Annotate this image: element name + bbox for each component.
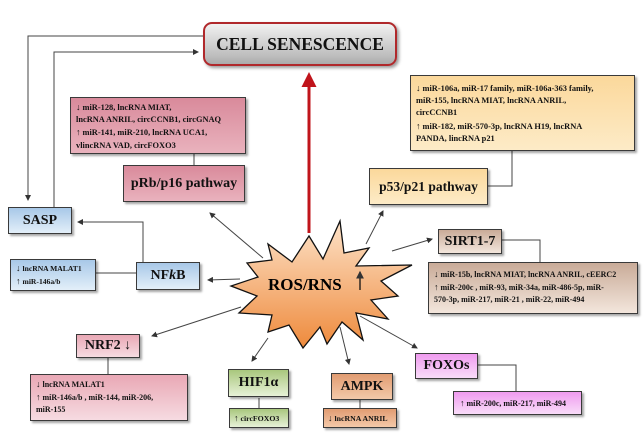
sirt-mirna-connector <box>502 239 541 262</box>
foxo-mirna-box: ↑miR-200c, miR-217, miR-494 <box>453 391 582 415</box>
ros-to-sirt-arrow <box>391 237 433 252</box>
sirt-box: SIRT1-7 <box>438 229 502 254</box>
up-arrow-icon: ↑ <box>460 398 465 408</box>
up-arrow-icon: ↑ <box>76 127 81 138</box>
ros-rns-label: ROS/RNS <box>268 275 342 294</box>
hif-box: HIF1α <box>228 369 289 397</box>
up-arrow-icon: ↑ <box>234 413 239 423</box>
down-arrow-icon: ↓ <box>434 269 439 279</box>
nfkb-mirna-box: ↓lncRNA MALAT1 ↑miR-146a/b <box>10 259 96 291</box>
p53-pathway-box: p53/p21 pathway <box>369 168 488 205</box>
senescence-to-sasp-connector <box>25 35 203 201</box>
ros-to-ampk-arrow <box>339 326 351 365</box>
p53-mirna-box: ↓miR-106a, miR-17 family, miR-106a-363 f… <box>410 75 635 151</box>
ros-to-nfkb-arrow <box>207 276 241 283</box>
up-arrow-icon: ↑ <box>36 392 41 403</box>
nrf2-box: NRF2 ↓ <box>76 334 140 358</box>
ampk-box: AMPK <box>331 373 393 400</box>
foxo-mirna-connector <box>478 364 517 391</box>
cell-senescence-label: CELL SENESCENCE <box>216 33 384 54</box>
ros-to-prb-arrow <box>209 212 264 259</box>
ros-to-p53-arrow <box>365 210 384 245</box>
up-arrow-icon: ↑ <box>416 120 421 131</box>
down-arrow-icon: ↓ <box>16 263 21 273</box>
ros-star-shape <box>229 218 413 350</box>
down-arrow-icon: ↓ <box>36 379 41 389</box>
sasp-box: SASP <box>8 207 72 234</box>
nrf2-mirna-box: ↓lncRNA MALAT1 ↑miR-146a/b , miR-144, mi… <box>30 374 188 421</box>
ros-to-foxo-arrow <box>359 315 418 349</box>
down-arrow-icon: ↓ <box>76 102 81 112</box>
hif-mirna-box: ↑circFOXO3 <box>229 408 289 428</box>
sirt-mirna-box: ↓miR-15b, lncRNA MIAT, lncRNA ANRIL, cEE… <box>428 262 638 314</box>
foxo-box: FOXOs <box>415 353 478 379</box>
prb-pathway-box: pRb/p16 pathway <box>123 165 245 202</box>
prb-mirna-box: ↓miR-128, lncRNA MIAT, lncRNA ANRIL, cir… <box>70 97 246 154</box>
nfkb-to-sasp-connector <box>77 219 144 262</box>
down-arrow-icon: ↓ <box>124 338 132 353</box>
down-arrow-icon: ↓ <box>416 83 421 93</box>
down-arrow-icon: ↓ <box>328 413 333 423</box>
p53-mirna-connector <box>488 150 513 187</box>
ampk-mirna-box: ↓lncRNA ANRIL <box>323 408 397 428</box>
up-arrow-icon: ↑ <box>16 276 21 287</box>
ros-to-hif-arrow <box>251 337 269 362</box>
up-arrow-icon: ↑ <box>434 282 439 293</box>
cell-senescence-box: CELL SENESCENCE <box>203 22 397 66</box>
ros-to-nrf2-arrow <box>151 306 242 338</box>
sasp-to-senescence-connector <box>53 49 199 207</box>
